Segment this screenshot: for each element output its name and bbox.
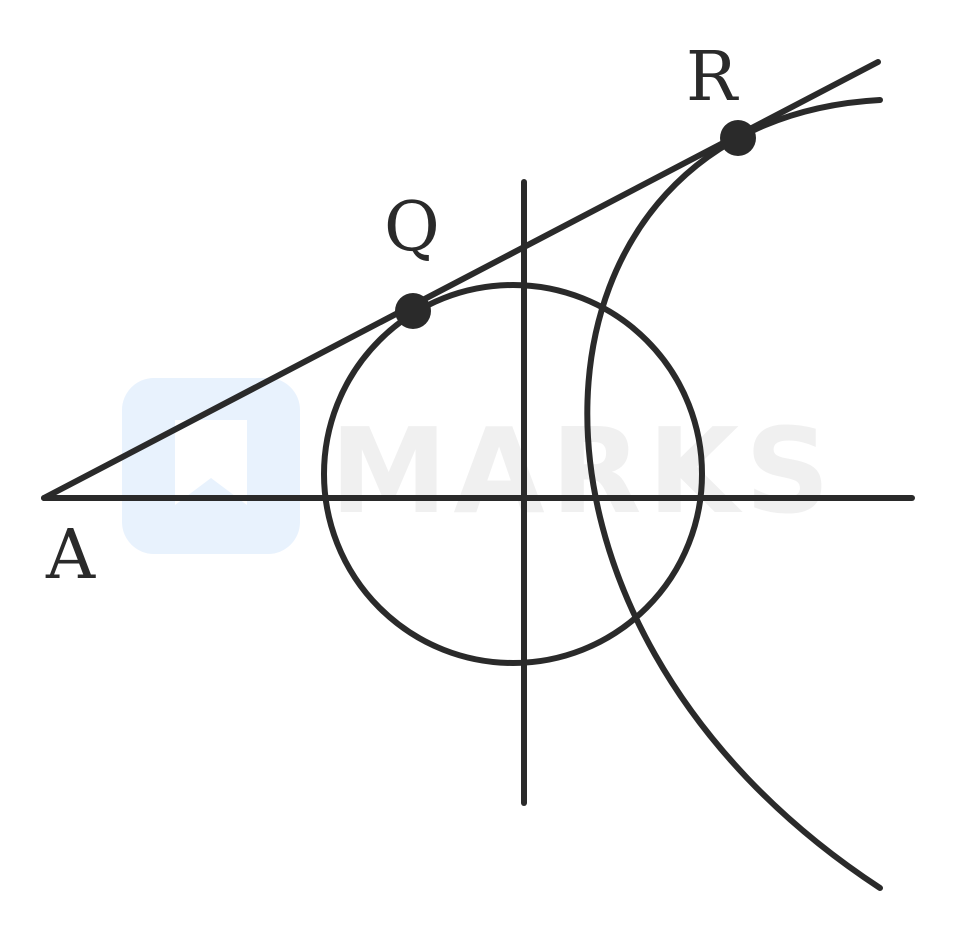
label-a: A bbox=[45, 516, 96, 595]
point-q-marker bbox=[395, 293, 431, 329]
point-r-marker bbox=[720, 120, 756, 156]
label-q: Q bbox=[384, 188, 440, 267]
point-labels: A Q R bbox=[45, 38, 739, 595]
label-r: R bbox=[686, 38, 739, 117]
watermark-logo-icon bbox=[122, 378, 300, 554]
watermark-text: MARKS bbox=[330, 402, 836, 540]
watermark: MARKS bbox=[122, 378, 836, 554]
circle bbox=[321, 282, 705, 666]
geometry bbox=[41, 59, 915, 891]
